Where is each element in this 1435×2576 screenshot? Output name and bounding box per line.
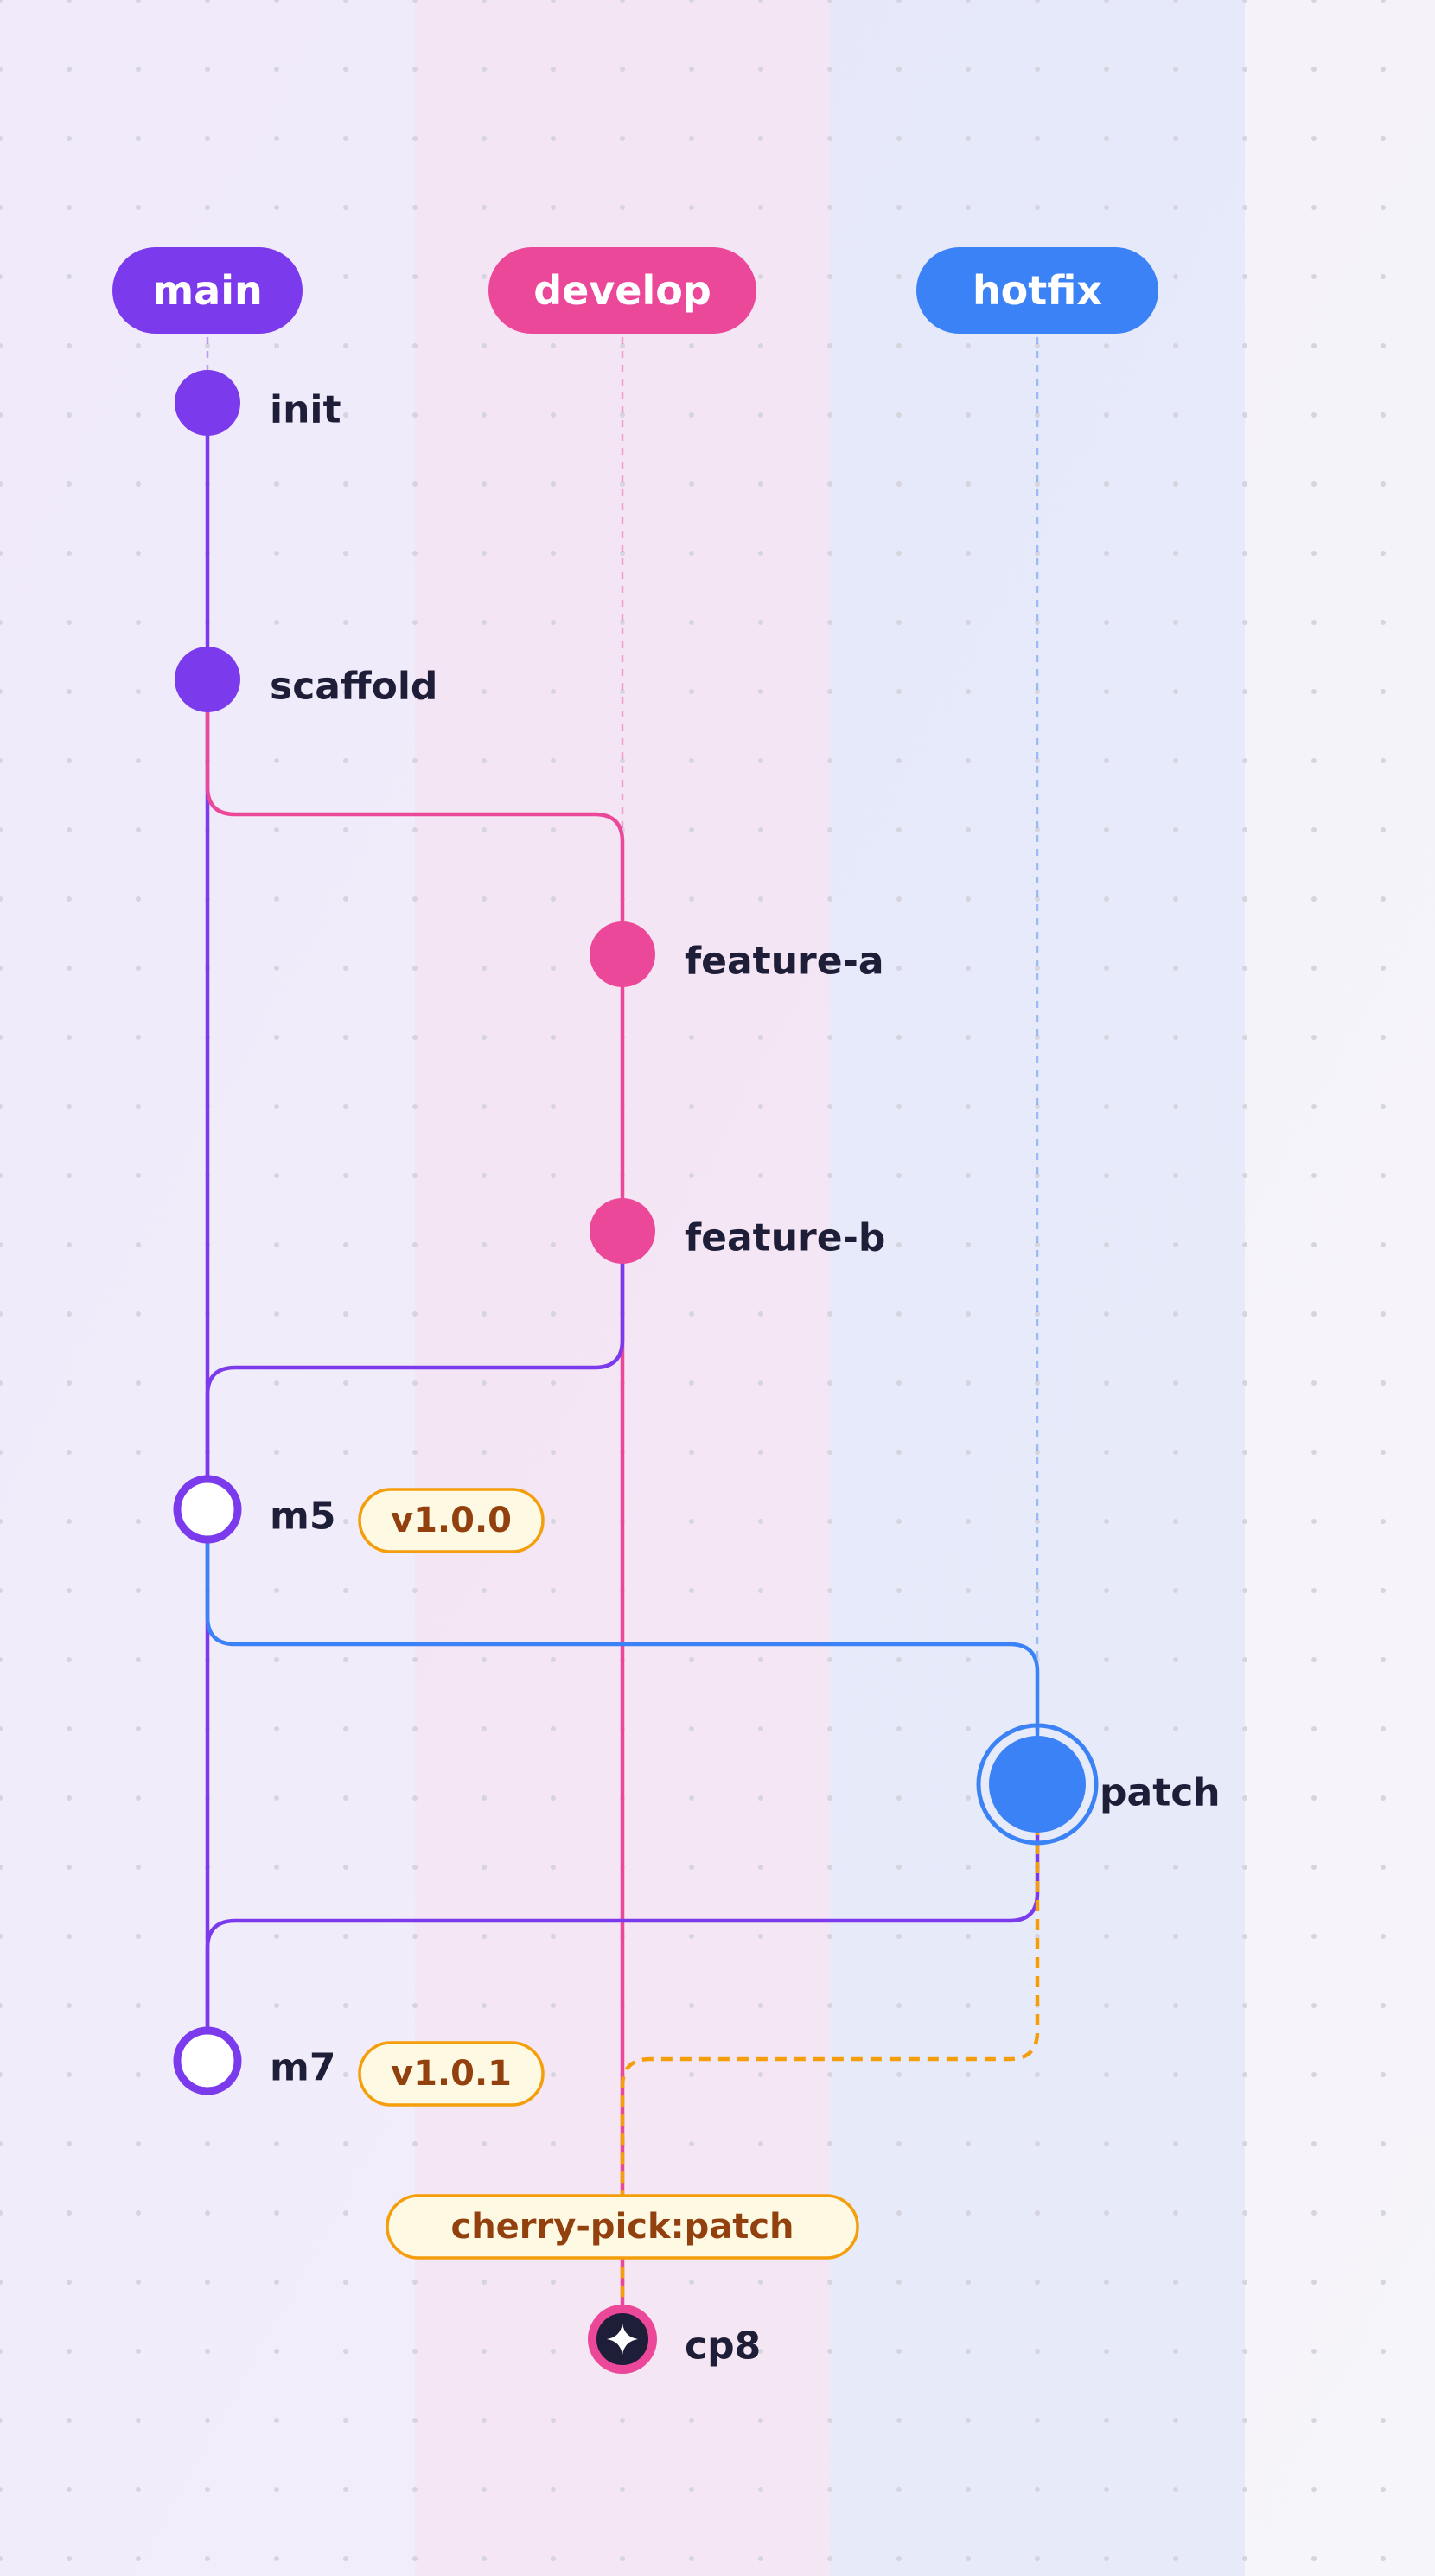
- commit-node-m7[interactable]: [173, 2026, 242, 2095]
- tag-badge-v1-0-1: v1.0.1: [358, 2041, 545, 2107]
- commit-label-cp8: cp8: [685, 2324, 761, 2369]
- commit-label-scaffold: scaffold: [270, 665, 437, 709]
- commit-node-feature-b[interactable]: [590, 1198, 655, 1264]
- svg-text:main: main: [152, 267, 263, 314]
- commit-node-patch-halo: [976, 1723, 1099, 1846]
- tag-badge-v1-0-0: v1.0.0: [358, 1488, 545, 1553]
- edge-cherry-pick: [620, 1786, 1040, 2339]
- svg-text:cherry-pick:patch: cherry-pick:patch: [450, 2207, 794, 2247]
- branch-label-main[interactable]: main: [112, 247, 303, 334]
- commit-label-m5: m5: [270, 1495, 335, 1539]
- commit-node-patch[interactable]: [989, 1736, 1086, 1833]
- edge-fork-hotfix: [205, 1509, 1040, 1784]
- commit-node-m5[interactable]: [173, 1475, 242, 1544]
- commit-label-patch: patch: [1100, 1771, 1221, 1815]
- tag-badge-cherry-pick: cherry-pick:patch: [386, 2194, 859, 2260]
- commit-label-m7: m7: [270, 2046, 335, 2090]
- edge-merge-m5: [205, 1233, 625, 1509]
- commit-node-init[interactable]: [175, 370, 240, 436]
- svg-text:develop: develop: [533, 267, 711, 314]
- commit-label-feature-b: feature-b: [685, 1216, 885, 1260]
- commit-node-feature-a[interactable]: [590, 921, 655, 987]
- svg-text:hotfix: hotfix: [973, 267, 1102, 314]
- branch-label-develop[interactable]: develop: [488, 247, 756, 334]
- commit-label-feature-a: feature-a: [685, 940, 884, 984]
- branch-label-hotfix[interactable]: hotfix: [916, 247, 1158, 334]
- commit-node-scaffold[interactable]: [175, 647, 240, 712]
- edge-fork-develop: [205, 679, 625, 954]
- star-icon: [607, 2324, 638, 2355]
- svg-text:v1.0.1: v1.0.1: [391, 2054, 512, 2094]
- commit-label-init: init: [270, 388, 341, 432]
- svg-text:v1.0.0: v1.0.0: [391, 1501, 512, 1540]
